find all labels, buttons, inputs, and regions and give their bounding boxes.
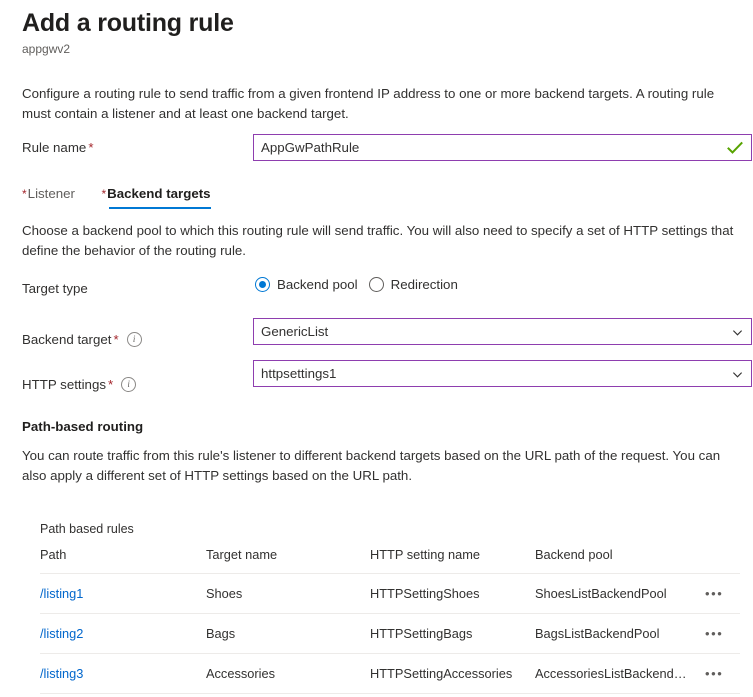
radio-backend-pool-label: Backend pool xyxy=(277,277,358,292)
rule-name-required-asterisk: * xyxy=(88,140,94,155)
radio-backend-pool-circle xyxy=(255,277,270,292)
column-header-http-setting-name: HTTP setting name xyxy=(370,547,535,574)
row-context-menu-button[interactable]: ••• xyxy=(705,586,724,601)
tab-listener[interactable]: *Listener xyxy=(22,186,75,209)
tab-listener-asterisk: * xyxy=(22,187,27,201)
path-based-rules-caption: Path based rules xyxy=(40,522,134,536)
http-settings-select[interactable]: httpsettings1 xyxy=(253,360,752,387)
column-header-actions xyxy=(695,547,740,574)
tab-bar: *Listener *Backend targets xyxy=(22,185,233,213)
rule-name-input[interactable] xyxy=(253,134,752,161)
column-header-path: Path xyxy=(40,547,206,574)
cell-backend-pool-text: ShoesListBackendPool xyxy=(535,586,667,601)
cell-backend-pool-text: AccessoriesListBackendP... xyxy=(535,666,687,681)
backend-target-required-asterisk: * xyxy=(113,332,119,347)
main-description: Configure a routing rule to send traffic… xyxy=(22,86,715,121)
radio-redirection-label: Redirection xyxy=(390,277,458,292)
backend-target-label: Backend target* i xyxy=(22,331,142,349)
row-context-menu-button[interactable]: ••• xyxy=(705,666,724,681)
radio-redirection-circle xyxy=(368,277,384,292)
tab-backend-targets-label: Backend targets xyxy=(107,186,211,201)
table-row: /listing3 Accessories HTTPSettingAccesso… xyxy=(40,653,740,694)
path-link[interactable]: /listing1 xyxy=(40,586,84,601)
cell-target-name: Shoes xyxy=(206,573,370,614)
rule-name-label-text: Rule name xyxy=(22,140,87,155)
backend-targets-description: Choose a backend pool to which this rout… xyxy=(22,223,734,258)
target-type-label: Target type xyxy=(22,281,88,296)
cell-backend-pool: BagsListBackendPool xyxy=(535,613,695,654)
tab-listener-label: Listener xyxy=(27,186,75,201)
table-row: /listing2 Bags HTTPSettingBags BagsListB… xyxy=(40,613,740,654)
cell-target-name: Accessories xyxy=(206,653,370,694)
backend-target-select[interactable]: GenericList xyxy=(253,318,752,345)
page-title: Add a routing rule xyxy=(22,9,234,37)
column-header-target-name: Target name xyxy=(206,547,370,574)
chevron-down-icon xyxy=(732,330,743,336)
row-context-menu-button[interactable]: ••• xyxy=(705,626,724,641)
cell-target-name: Bags xyxy=(206,613,370,654)
path-based-rules-table: Path Target name HTTP setting name Backe… xyxy=(40,547,740,694)
green-check-icon xyxy=(727,141,743,154)
table-header: Path Target name HTTP setting name Backe… xyxy=(40,547,740,574)
cell-path: /listing3 xyxy=(40,653,206,694)
path-link[interactable]: /listing3 xyxy=(40,666,84,681)
page-subtitle: appgwv2 xyxy=(22,42,71,56)
path-link[interactable]: /listing2 xyxy=(40,626,84,641)
cell-actions: ••• xyxy=(695,653,740,694)
column-header-backend-pool: Backend pool xyxy=(535,547,695,574)
cell-http-setting-name: HTTPSettingBags xyxy=(370,613,535,654)
cell-backend-pool: AccessoriesListBackendP... xyxy=(535,653,695,694)
tab-backend-targets[interactable]: *Backend targets xyxy=(101,186,211,209)
cell-backend-pool-text: BagsListBackendPool xyxy=(535,626,660,641)
table-body: /listing1 Shoes HTTPSettingShoes ShoesLi… xyxy=(40,573,740,694)
table-row: /listing1 Shoes HTTPSettingShoes ShoesLi… xyxy=(40,573,740,614)
chevron-down-icon xyxy=(732,372,743,378)
target-type-radio-group: Backend pool Redirection xyxy=(255,277,458,292)
path-based-routing-description: You can route traffic from this rule's l… xyxy=(22,448,721,483)
radio-backend-pool[interactable]: Backend pool xyxy=(255,277,358,292)
cell-actions: ••• xyxy=(695,573,740,614)
http-settings-value: httpsettings1 xyxy=(261,366,337,381)
tab-backend-targets-asterisk: * xyxy=(101,187,107,201)
cell-path: /listing2 xyxy=(40,613,206,654)
http-settings-label-text: HTTP settings xyxy=(22,377,106,392)
radio-redirection[interactable]: Redirection xyxy=(368,277,458,292)
table-header-row: Path Target name HTTP setting name Backe… xyxy=(40,547,740,574)
cell-path: /listing1 xyxy=(40,573,206,614)
http-settings-label: HTTP settings* i xyxy=(22,376,137,394)
cell-actions: ••• xyxy=(695,613,740,654)
rule-name-label: Rule name* xyxy=(22,139,94,157)
http-settings-required-asterisk: * xyxy=(108,377,114,392)
path-based-routing-heading: Path-based routing xyxy=(22,419,144,434)
blade-header: Add a routing rule appgwv2 xyxy=(22,8,722,57)
cell-backend-pool: ShoesListBackendPool xyxy=(535,573,695,614)
cell-http-setting-name: HTTPSettingAccessories xyxy=(370,653,535,694)
info-circle-icon[interactable]: i xyxy=(121,376,137,392)
info-circle-icon[interactable]: i xyxy=(126,331,142,347)
cell-http-setting-name: HTTPSettingShoes xyxy=(370,573,535,614)
backend-target-value: GenericList xyxy=(261,324,329,339)
backend-target-label-text: Backend target xyxy=(22,332,112,347)
